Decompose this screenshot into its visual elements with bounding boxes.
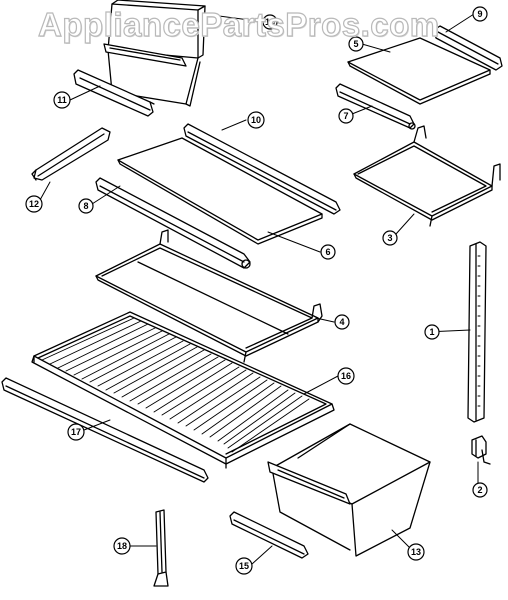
callout-18: 18 (113, 537, 131, 555)
part-1-bracket (467, 241, 487, 423)
part-14-drawer (103, 0, 206, 107)
callout-8: 8 (78, 198, 94, 214)
callout-1: 1 (424, 324, 440, 340)
callout-5: 5 (348, 36, 364, 52)
svg-text:14: 14 (265, 17, 275, 27)
part-10-trim (183, 123, 341, 215)
part-2-clip (471, 435, 491, 465)
callout-6: 6 (320, 244, 336, 260)
svg-text:9: 9 (477, 9, 482, 19)
part-3-shelf-frame (353, 125, 501, 227)
svg-text:17: 17 (71, 427, 81, 437)
svg-text:5: 5 (353, 39, 358, 49)
part-11-trim (73, 69, 155, 117)
svg-text:2: 2 (477, 485, 482, 495)
svg-text:8: 8 (83, 201, 88, 211)
callout-4: 4 (334, 314, 350, 330)
svg-text:13: 13 (411, 547, 421, 557)
callout-15: 15 (235, 557, 253, 575)
svg-text:6: 6 (325, 247, 330, 257)
part-9-trim (433, 25, 503, 71)
callout-16: 16 (337, 367, 355, 385)
callout-14: 14 (262, 14, 278, 30)
part-15-trim (229, 511, 309, 559)
svg-text:3: 3 (387, 233, 392, 243)
svg-text:7: 7 (343, 111, 348, 121)
part-12-trim (31, 127, 111, 181)
svg-text:4: 4 (339, 317, 344, 327)
callout-11: 11 (53, 91, 71, 109)
part-18-strip (153, 509, 169, 587)
part-13-drawer (267, 423, 431, 557)
svg-text:12: 12 (29, 199, 39, 209)
svg-text:15: 15 (239, 561, 249, 571)
callout-2: 2 (472, 482, 488, 498)
part-16-wire-shelf (31, 311, 335, 469)
svg-text:10: 10 (251, 115, 261, 125)
callout-3: 3 (382, 230, 398, 246)
callout-17: 17 (67, 423, 85, 441)
part-6-glass-shelf (117, 137, 323, 245)
part-7-trim (335, 83, 416, 130)
callout-13: 13 (407, 543, 425, 561)
callout-7: 7 (338, 108, 354, 124)
callout-10: 10 (247, 111, 265, 129)
svg-text:1: 1 (429, 327, 434, 337)
callout-9: 9 (472, 6, 488, 22)
part-5-glass-shelf (347, 37, 491, 105)
part-8-trim (95, 177, 251, 269)
part-4-shelf-frame (95, 229, 323, 363)
svg-text:16: 16 (341, 371, 351, 381)
svg-text:11: 11 (57, 95, 67, 105)
part-17-rail (1, 377, 209, 483)
callout-12: 12 (25, 195, 43, 213)
svg-text:18: 18 (117, 541, 127, 551)
